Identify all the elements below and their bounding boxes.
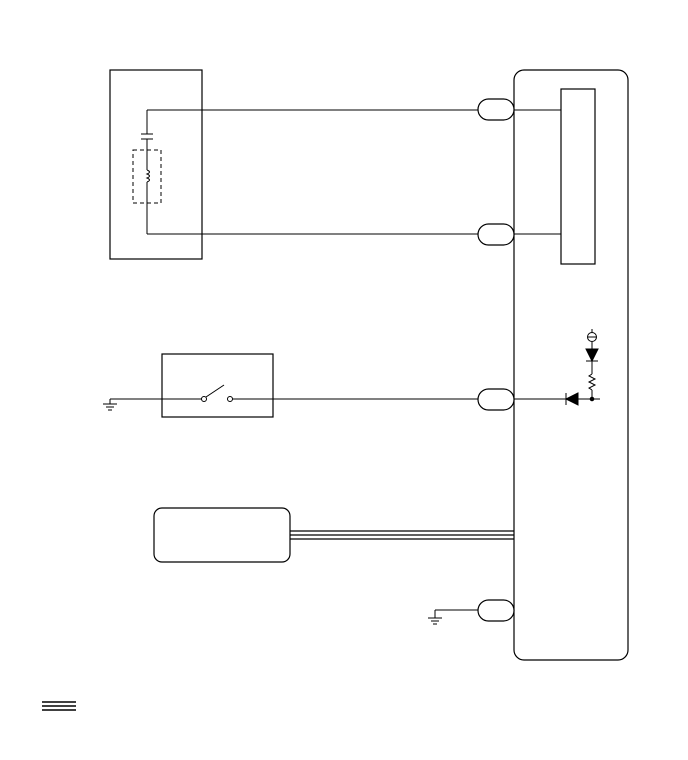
unlock-warning-switch [110,353,478,418]
connector [477,388,515,411]
connector [477,599,515,622]
connector [477,223,515,246]
antenna-coil [132,109,480,235]
connector [477,98,515,121]
connectors [477,98,515,622]
can-bus-unit [153,507,514,563]
transponder-key-amplifier [109,69,203,260]
ecu [513,69,629,661]
indicator-led-circuit [514,329,600,406]
ground-icon [428,609,478,625]
ecu-inner-block [560,88,596,265]
ground-icon [103,399,117,411]
can-bus-lines [290,530,514,540]
legend-can-symbol [42,701,76,711]
